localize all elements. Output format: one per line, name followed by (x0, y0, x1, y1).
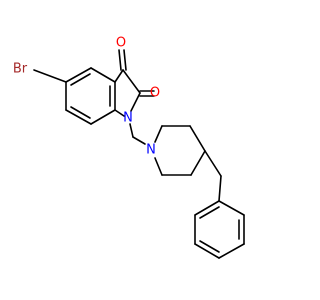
piperidine-nitrogen-label: N (146, 143, 156, 158)
bond-c4-c5-inner (70, 73, 91, 86)
bond-c2-n1 (130, 92, 141, 112)
bond-ph-3 (218, 243, 245, 259)
bond-benzyl-ch2-ph (218, 175, 222, 202)
bond-ph-inner-3 (199, 206, 220, 219)
bond-ch2-n-pip (132, 136, 146, 145)
indole-nitrogen-label: N (123, 111, 133, 126)
ketone-oxygen-label: O (116, 36, 126, 51)
bond-c3-c2 (122, 69, 141, 94)
amide-oxygen-label: O (150, 86, 160, 101)
bond-c3a-c4 (90, 67, 116, 83)
bond-c3-o-b (123, 49, 127, 71)
bond-c4-c5 (190, 150, 206, 176)
bond-c7-c7a (90, 109, 116, 125)
bond-c4-c5 (65, 67, 92, 83)
bond-npip-c2 (154, 125, 163, 143)
bond-ph-6 (194, 200, 220, 216)
bond-ph-1 (218, 200, 245, 216)
bond-c3-o-a (118, 49, 122, 71)
bond-c6-npip (154, 157, 163, 176)
bond-ph-inner-2 (199, 240, 220, 253)
bond-c3a-c3 (114, 69, 124, 83)
bond-c6-c7 (65, 109, 92, 125)
bond-c5-br (33, 69, 67, 83)
molecular-structure-diagram: Br O O N N (13, 36, 245, 259)
bond-n1-c7a (114, 109, 125, 117)
bromine-atom-label: Br (13, 62, 28, 77)
bond-ph-4 (194, 243, 220, 259)
bond-n1-ch2 (129, 123, 134, 138)
bonds (33, 49, 245, 259)
bond-c3-c4 (189, 125, 206, 152)
bond-c4-benzyl-ch2 (204, 150, 222, 177)
bond-c6-c7-inner (70, 106, 91, 119)
